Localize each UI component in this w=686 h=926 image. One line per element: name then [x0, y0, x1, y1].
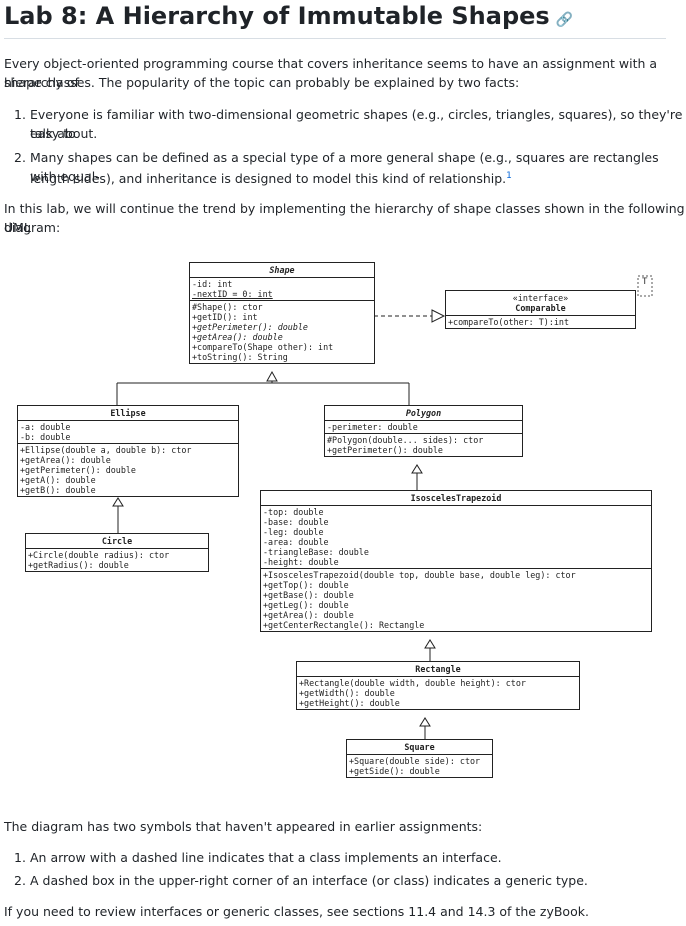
shape-field: -nextID = 0: int: [192, 289, 273, 299]
link-icon[interactable]: 🔗: [555, 12, 574, 28]
rectangle-method: +getHeight(): double: [299, 698, 400, 708]
shape-method: #Shape(): ctor: [192, 302, 263, 312]
class-shape-name: Shape: [190, 263, 374, 278]
fact-2-line-1: Many shapes can be defined as a special …: [30, 150, 659, 184]
ellipse-field: -b: double: [20, 432, 71, 442]
shape-method: +compareTo(Shape other): int: [192, 342, 334, 352]
trapezoid-field: -height: double: [263, 557, 339, 567]
fact-1-line-1: Everyone is familiar with two-dimensiona…: [30, 107, 683, 141]
symbol-1-number: 1.: [14, 850, 26, 865]
ellipse-method: +getA(): double: [20, 475, 96, 485]
class-polygon: Polygon -perimeter: double #Polygon(doub…: [324, 405, 523, 457]
class-square: Square +Square(double side): ctor +getSi…: [346, 739, 493, 778]
class-polygon-name: Polygon: [325, 406, 522, 421]
class-isosceles-trapezoid: IsoscelesTrapezoid -top: double -base: d…: [260, 490, 652, 632]
trapezoid-method: +IsoscelesTrapezoid(double top, double b…: [263, 570, 576, 580]
footnote-link[interactable]: 1: [506, 171, 512, 181]
fact-1-number: 1.: [14, 107, 26, 122]
class-circle: Circle +Circle(double radius): ctor +get…: [25, 533, 209, 572]
polygon-field: -perimeter: double: [327, 422, 418, 432]
interface-comparable: «interface» Comparable +compareTo(other:…: [445, 290, 636, 329]
symbol-2-number: 2.: [14, 873, 26, 888]
polygon-method: +getPerimeter(): double: [327, 445, 443, 455]
comparable-name: Comparable: [515, 303, 566, 313]
class-shape: Shape -id: int -nextID = 0: int #Shape()…: [189, 262, 375, 364]
trapezoid-method: +getBase(): double: [263, 590, 354, 600]
class-circle-name: Circle: [26, 534, 208, 549]
page-title: Lab 8: A Hierarchy of Immutable Shapes🔗: [4, 2, 574, 30]
class-ellipse: Ellipse -a: double -b: double +Ellipse(d…: [17, 405, 239, 497]
trapezoid-field: -area: double: [263, 537, 329, 547]
fact-2-number: 2.: [14, 150, 26, 165]
fact-1-line-2: talk about.: [30, 126, 98, 141]
class-rectangle-name: Rectangle: [297, 662, 579, 677]
square-method: +Square(double side): ctor: [349, 756, 481, 766]
class-trapezoid-name: IsoscelesTrapezoid: [261, 491, 651, 506]
symbol-2-text: A dashed box in the upper-right corner o…: [30, 873, 588, 888]
lab-line-1: In this lab, we will continue the trend …: [4, 201, 685, 235]
title-divider: [4, 38, 666, 39]
lab-line-2: diagram:: [4, 220, 61, 235]
fact-2-line-2: length sides), and inheritance is design…: [30, 171, 512, 187]
ellipse-method: +getArea(): double: [20, 455, 111, 465]
trapezoid-method: +getTop(): double: [263, 580, 349, 590]
intro-line-1: Every object-oriented programming course…: [4, 56, 658, 90]
trapezoid-field: -top: double: [263, 507, 324, 517]
review-note: If you need to review interfaces or gene…: [4, 904, 589, 919]
comparable-stereotype: «interface»: [512, 293, 569, 303]
ellipse-method: +Ellipse(double a, double b): ctor: [20, 445, 192, 455]
ellipse-method: +getB(): double: [20, 485, 96, 495]
rectangle-method: +getWidth(): double: [299, 688, 395, 698]
intro-line-2: shape classes. The popularity of the top…: [4, 75, 520, 90]
trapezoid-method: +getCenterRectangle(): Rectangle: [263, 620, 425, 630]
rectangle-method: +Rectangle(double width, double height):…: [299, 678, 526, 688]
diagram-intro: The diagram has two symbols that haven't…: [4, 819, 483, 834]
ellipse-method: +getPerimeter(): double: [20, 465, 136, 475]
trapezoid-field: -triangleBase: double: [263, 547, 369, 557]
polygon-method: #Polygon(double... sides): ctor: [327, 435, 484, 445]
circle-method: +getRadius(): double: [28, 560, 129, 570]
shape-field: -id: int: [192, 279, 233, 289]
generic-type-label: T: [642, 277, 648, 287]
class-square-name: Square: [347, 740, 492, 755]
shape-method: +getPerimeter(): double: [192, 322, 308, 332]
shape-method: +getID(): int: [192, 312, 258, 322]
symbol-1-text: An arrow with a dashed line indicates th…: [30, 850, 502, 865]
square-method: +getSide(): double: [349, 766, 440, 776]
trapezoid-method: +getArea(): double: [263, 610, 354, 620]
class-ellipse-name: Ellipse: [18, 406, 238, 421]
shape-method: +toString(): String: [192, 352, 288, 362]
trapezoid-method: +getLeg(): double: [263, 600, 349, 610]
comparable-method: +compareTo(other: T):int: [448, 317, 570, 327]
trapezoid-field: -leg: double: [263, 527, 324, 537]
trapezoid-field: -base: double: [263, 517, 329, 527]
ellipse-field: -a: double: [20, 422, 71, 432]
class-rectangle: Rectangle +Rectangle(double width, doubl…: [296, 661, 580, 710]
shape-method: +getArea(): double: [192, 332, 283, 342]
circle-method: +Circle(double radius): ctor: [28, 550, 170, 560]
